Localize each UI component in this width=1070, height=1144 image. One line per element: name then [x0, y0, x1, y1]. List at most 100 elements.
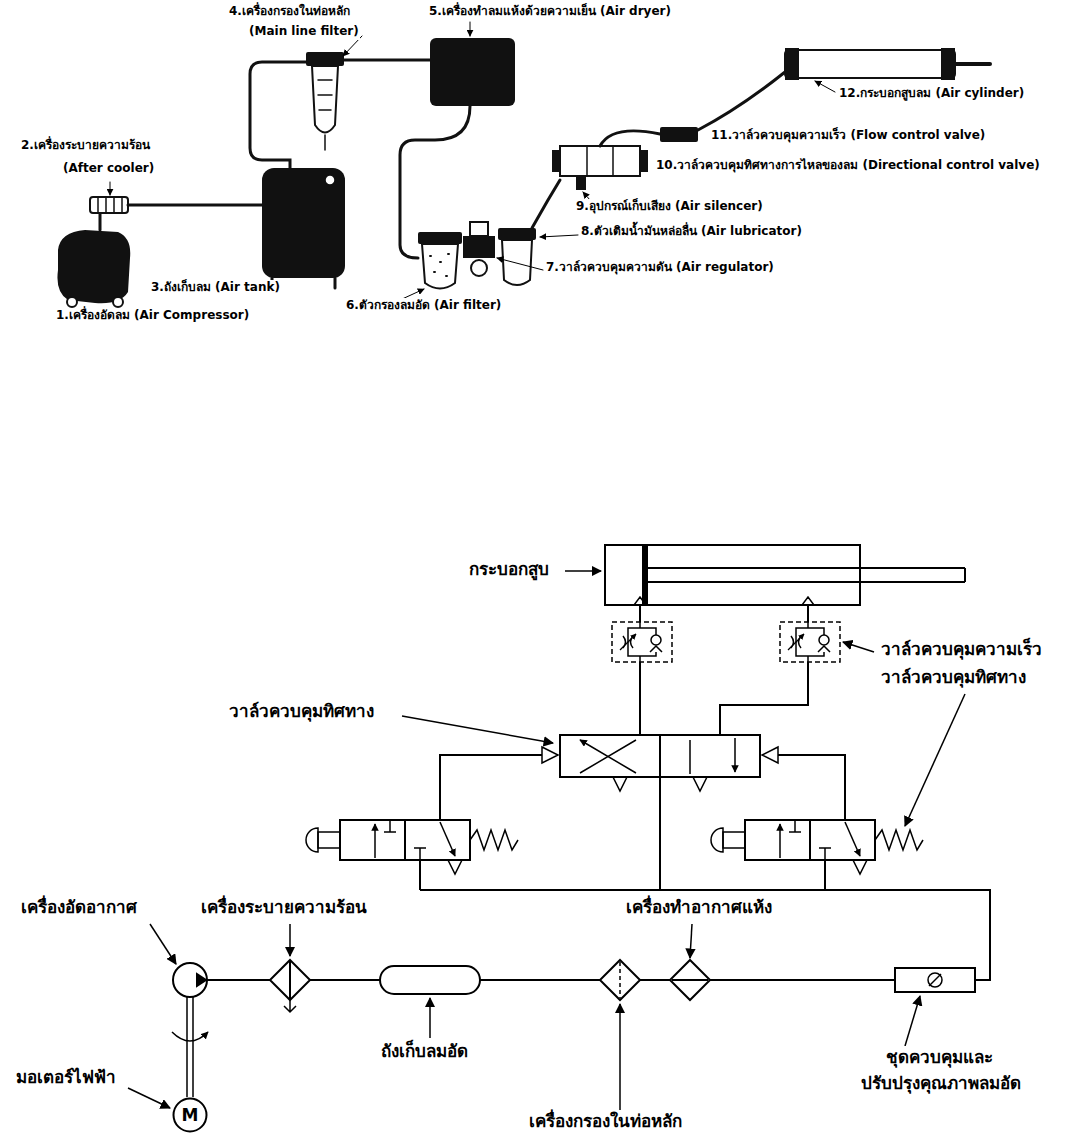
part-label: เครื่องอัดอากาศ: [20, 896, 138, 918]
hose: [600, 131, 660, 146]
directional-valve: [560, 146, 640, 176]
pipe: [400, 106, 470, 258]
piston: [642, 545, 648, 605]
flow-arrow: [690, 738, 735, 774]
part-label: เครื่องทำอากาศแห้ง: [625, 896, 773, 918]
directional-valve-symbol: [560, 735, 760, 777]
regulator-knob: [470, 222, 488, 236]
callout-label: 11.วาล์วควบคุมความเร็ว (Flow control val…: [710, 128, 986, 144]
push-button-valve-symbol: [306, 820, 518, 890]
air-tank: [262, 168, 345, 278]
air-line: [207, 979, 270, 981]
after-cooler: [90, 197, 128, 213]
tank-legs: [272, 278, 335, 288]
node-text: M: [182, 1106, 199, 1125]
air-filter: [418, 232, 462, 244]
compressor-wheel: [67, 297, 77, 307]
callout-label: 9.อุปกรณ์เก็บเสียง (Air silencer): [575, 199, 764, 215]
flow-control-symbol: [780, 622, 840, 662]
leader-line: [497, 258, 543, 270]
filter-dots: [430, 254, 449, 276]
drain-arrow: [284, 1000, 296, 1012]
part-label: มอเตอร์ไฟฟ้า: [15, 1066, 117, 1088]
callout-label: 10.วาล์วควบคุมทิศทางการไหลของลม (Directi…: [655, 158, 1041, 174]
leader-arrow: [429, 998, 431, 1038]
schematic: [128, 545, 990, 1110]
flow-control-valve: [660, 127, 698, 142]
part-label: ปรับปรุงคุณภาพลมอัด: [860, 1072, 1022, 1094]
valve-division: [659, 735, 661, 777]
leader-arrow: [128, 571, 965, 1110]
callout-label: 3.ถังเก็บลม (Air tank): [150, 280, 281, 296]
callout-label: 6.ตัวกรองลมอัด (Air filter): [345, 298, 502, 314]
leader-arrow: [565, 570, 601, 572]
compressor-wheel: [113, 297, 123, 307]
compressor: [57, 230, 130, 303]
leader-arrow: [843, 642, 874, 652]
pipe: [128, 204, 262, 207]
cylinder-symbol: [605, 545, 860, 605]
pilot: [542, 747, 778, 763]
compressor-symbol: [197, 974, 206, 986]
filter-symbol: [600, 960, 640, 1000]
motor-shaft: [187, 997, 193, 1097]
cylinder-cap: [941, 48, 955, 80]
dryer-symbol: [670, 960, 710, 1000]
callout-label: 4.เครื่องกรองในท่อหลัก: [228, 4, 351, 20]
part-label: ชุดควบคุมและ: [885, 1046, 994, 1068]
leader-arrow: [128, 1088, 170, 1108]
air-line: [420, 890, 990, 980]
filter-detail: [318, 80, 332, 150]
leader-arrow: [402, 716, 553, 743]
callout-label: 1.เครื่องอัดลม (Air Compressor): [55, 308, 250, 324]
part-label: กระบอกสูบ: [468, 558, 550, 580]
pipe: [250, 62, 310, 168]
air-dryer: [430, 38, 515, 106]
leader-arrow: [619, 1004, 621, 1110]
service-unit-symbol: [928, 973, 942, 987]
main-line-filter: [312, 66, 338, 133]
air-line: [310, 979, 380, 981]
leader-arrow: [905, 996, 920, 1046]
leader-arrow: [289, 924, 291, 956]
cooler-symbol: [270, 960, 310, 1000]
callout-label: 7.วาล์วควบคุมความดัน (Air regulator): [545, 260, 775, 276]
main-line-filter: [306, 52, 344, 66]
solenoid: [640, 150, 648, 172]
part-label: วาล์วควบคุมความเร็ว: [880, 638, 1043, 660]
rotation-arrow: [172, 1032, 208, 1041]
service-unit-symbol: [895, 968, 975, 992]
part-label: เครื่องกรองในท่อหลัก: [528, 1110, 683, 1132]
air-line: [640, 979, 670, 981]
push-button-valve-symbol: [711, 820, 923, 890]
air-cylinder: [785, 50, 955, 78]
part-label: วาล์วควบคุมทิศทาง: [228, 700, 375, 722]
part-label: ถังเก็บลมอัด: [380, 1040, 469, 1062]
pilot-line: [440, 755, 845, 820]
callout-label: 8.ตัวเติมน้ำมันหล่อลื่น (Air lubricator): [580, 224, 803, 240]
tank-symbol: [380, 966, 480, 994]
node-outline: [174, 1099, 207, 1132]
leader-line: [815, 81, 835, 92]
piston-rod: [648, 568, 965, 582]
air-silencer: [576, 177, 586, 190]
part-label: เครื่องระบายความร้อน: [200, 896, 368, 918]
cylinder-rod: [955, 62, 990, 66]
air-line: [659, 777, 661, 890]
callout-label: (After cooler): [62, 161, 155, 177]
leader-arrow: [905, 694, 965, 826]
callout-label: 12.กระบอกสูบลม (Air cylinder): [838, 86, 1025, 102]
callout-label: (Main line filter): [248, 24, 360, 40]
motor-circle: M: [172, 1097, 208, 1133]
flow-control-symbol: [612, 622, 672, 662]
pipe: [344, 59, 430, 62]
solenoid: [552, 150, 560, 172]
filter-element: [619, 962, 621, 998]
air-line: [640, 605, 808, 735]
air-line: [710, 979, 895, 981]
service-unit-symbol: [929, 974, 941, 986]
leader-arrow: [690, 924, 692, 958]
callout-label: 2.เครื่องระบายความร้อน: [20, 138, 151, 154]
air-line: [480, 979, 600, 981]
